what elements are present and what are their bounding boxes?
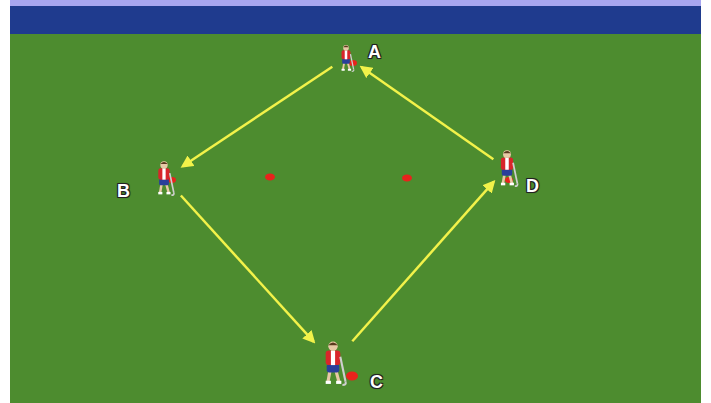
- player-letter: A: [368, 42, 381, 62]
- boundary-board: [10, 6, 701, 34]
- player-marker: A: [334, 44, 360, 70]
- player-marker: D: [495, 148, 517, 188]
- pass-arrow: [352, 182, 493, 341]
- pass-arrow: [183, 67, 333, 167]
- pass-arrow: [181, 195, 314, 341]
- player-marker: B: [149, 162, 181, 194]
- pitch-ground: [10, 0, 701, 403]
- cones: [168, 60, 513, 381]
- player-letter: D: [526, 176, 539, 196]
- player-marker: C: [315, 341, 351, 385]
- player-letter: B: [117, 181, 130, 201]
- player-letter: C: [370, 372, 383, 392]
- players: [158, 45, 517, 385]
- sky-strip: [10, 0, 701, 6]
- pass-arrow: [362, 67, 494, 159]
